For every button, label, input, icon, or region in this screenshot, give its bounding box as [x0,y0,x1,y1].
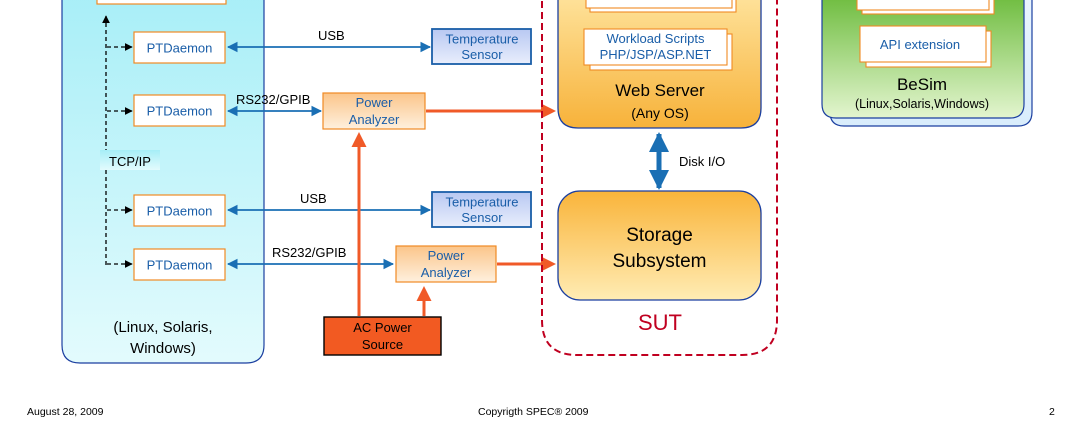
power-analyzer-label: Analyzer [421,265,472,280]
temperature-sensor-2: Temperature Sensor [431,191,532,228]
rs232-label-bottom: RS232/GPIB [272,245,346,260]
ac-power-label: AC Power [353,320,412,335]
ac-power-source: AC Power Source [323,316,442,356]
ptdaemon-label: PTDaemon [147,258,213,273]
web-server-title: Web Server [615,81,705,100]
besim-title: BeSim [897,75,947,94]
ptdaemon-box-3: PTDaemon [133,194,226,227]
rs232-label-top: RS232/GPIB [236,92,310,107]
api-extension-box [859,25,987,63]
client-os-line1: (Linux, Solaris, [113,319,212,336]
power-analyzer-1: Power Analyzer [322,92,426,130]
temperature-sensor-label: Temperature [446,32,519,47]
sut-boundary [541,0,778,356]
power-analyzer-2: Power Analyzer [395,245,497,283]
storage-label: Subsystem [613,251,707,272]
power-analyzer-label: Analyzer [349,112,400,127]
power-analyzer-label: Power [356,95,394,110]
ptdaemon-box-4: PTDaemon [133,248,226,281]
usb-label-top: USB [318,28,345,43]
ac-power-label: Source [362,337,403,352]
footer-page-number: 2 [1049,406,1055,418]
storage-label: Storage [626,225,693,246]
temperature-sensor-label: Sensor [461,210,503,225]
ptdaemon-label: PTDaemon [147,41,213,56]
api-extension-label: API extension [880,37,960,52]
client-os-line2: Windows) [130,340,196,357]
besim-os: (Linux,Solaris,Windows) [855,97,989,111]
footer-copyright: Copyrigth SPEC® 2009 [478,406,589,418]
workload-scripts-label: Workload Scripts [606,31,705,46]
disk-io-label: Disk I/O [679,154,725,169]
besim-top-page [856,0,990,11]
tcpip-label: TCP/IP [109,154,151,169]
ptdaemon-label: PTDaemon [147,204,213,219]
sut-label: SUT [638,310,682,335]
workload-page-stack [585,0,733,9]
ptdaemon-box-1: PTDaemon [133,31,226,64]
footer-date: August 28, 2009 [27,406,104,418]
ptdaemon-label: PTDaemon [147,104,213,119]
workload-scripts-label: PHP/JSP/ASP.NET [600,47,712,62]
temperature-sensor-label: Temperature [446,195,519,210]
power-analyzer-label: Power [428,248,466,263]
usb-label-bottom: USB [300,191,327,206]
ptdaemon-box-2: PTDaemon [133,94,226,127]
workload-scripts-box [583,28,728,66]
temperature-sensor-1: Temperature Sensor [431,28,532,65]
client-top-box [96,0,227,5]
web-server-os: (Any OS) [631,105,689,121]
temperature-sensor-label: Sensor [461,47,503,62]
storage-subsystem-box [557,190,762,301]
